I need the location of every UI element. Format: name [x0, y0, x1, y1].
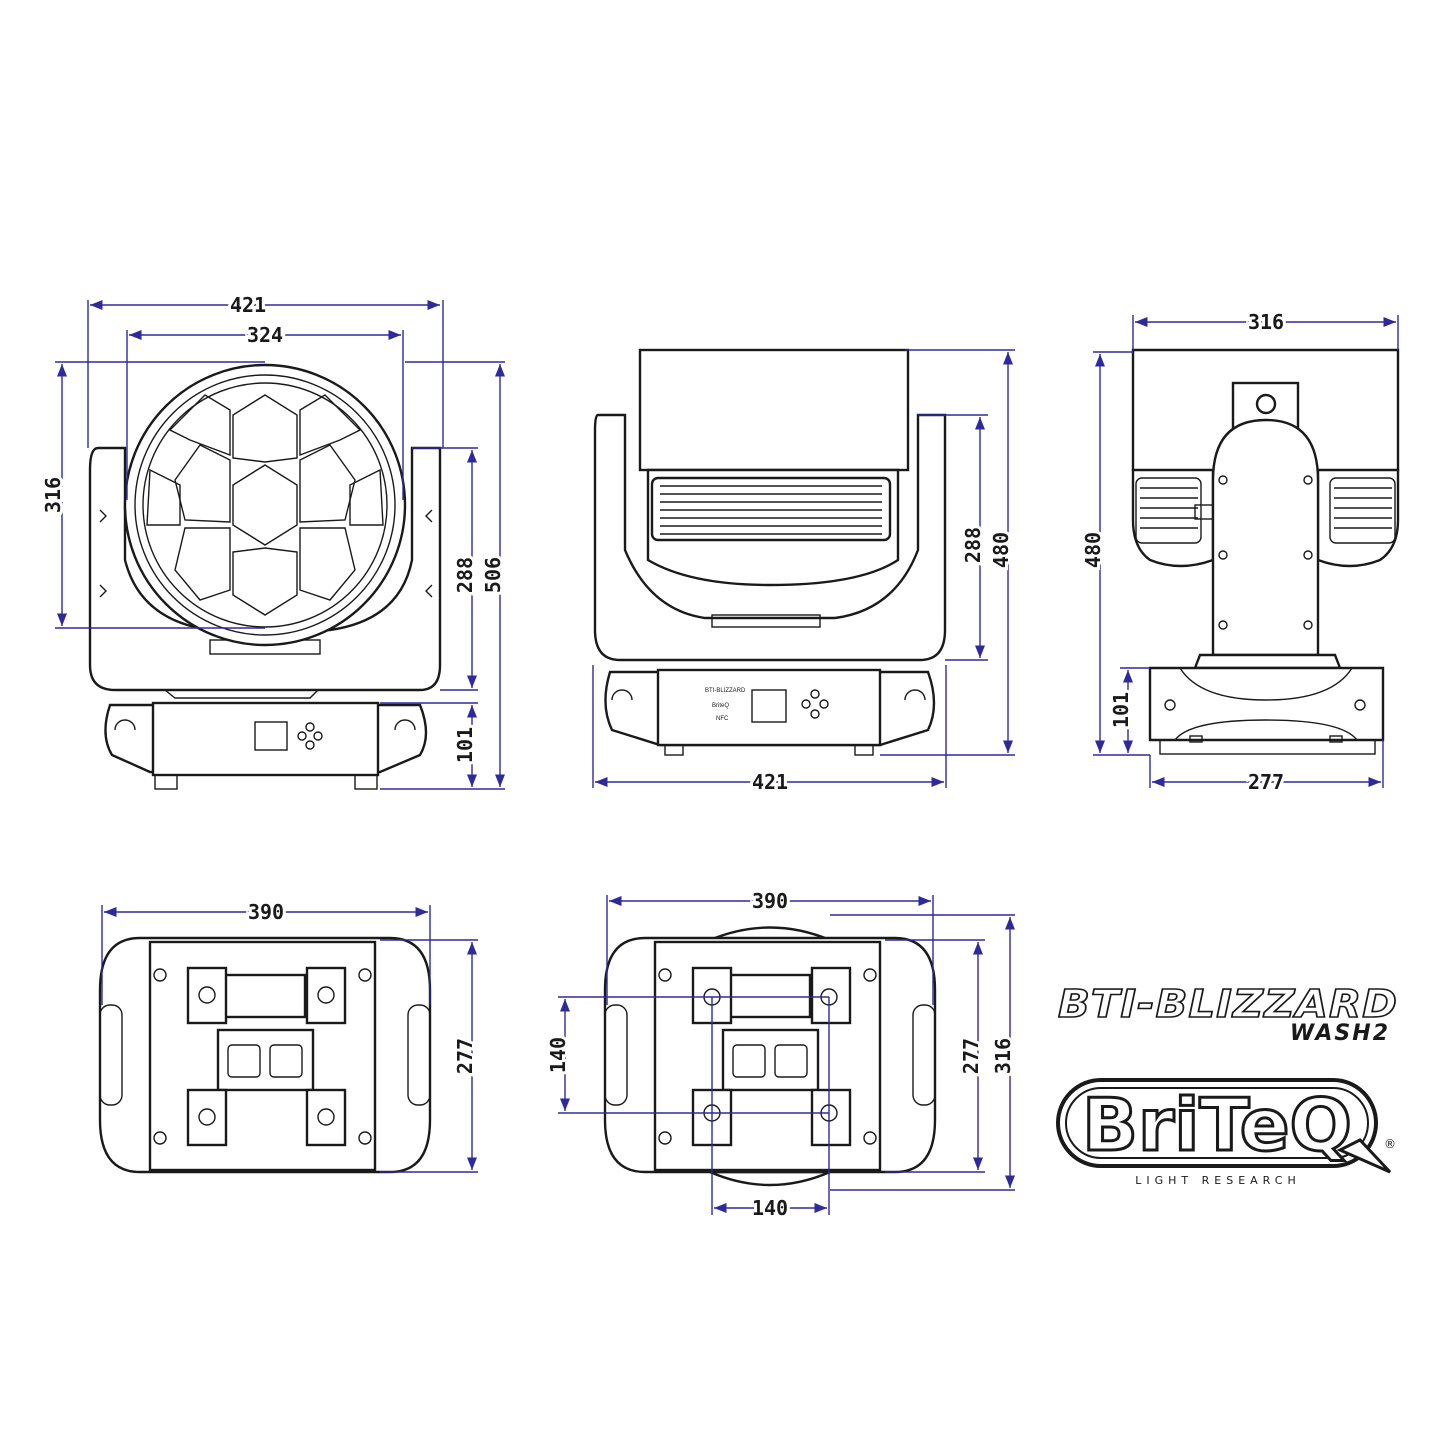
briteq-logo: BriTeQ	[1056, 1078, 1392, 1174]
dim-side-288: 288	[961, 527, 985, 563]
dim-bottom-right-316: 316	[991, 1038, 1015, 1074]
registered-mark: ®	[1384, 1137, 1396, 1151]
front-lens	[123, 363, 407, 647]
dim-front-324: 324	[247, 323, 283, 347]
model-name-line2: WASH2	[1290, 1021, 1390, 1046]
bottom-left-dimensions: 390 277	[101, 897, 480, 1173]
dim-side-480: 480	[989, 532, 1013, 568]
dim-bottom-right-277: 277	[959, 1038, 983, 1074]
dim-bottom-right-390: 390	[752, 889, 788, 913]
dim-front-316: 316	[41, 477, 65, 513]
bottom-view-left: 390 277	[98, 897, 480, 1174]
side-yoke	[593, 413, 947, 662]
side-vent-slats	[660, 485, 882, 535]
back-dimensions: 316 480 101 277	[1078, 307, 1399, 797]
dim-side-421: 421	[752, 770, 788, 794]
model-name-line1: BTI-BLIZZARD	[1058, 982, 1398, 1026]
front-base	[104, 701, 428, 790]
side-panel-brand: BriteQ	[712, 703, 729, 709]
front-view: 421 324 316 288 506 101	[38, 290, 508, 790]
dim-bottom-right-140-h: 140	[752, 1196, 788, 1220]
bottom-right-dimensions: 390 277 316 140 140	[543, 886, 1018, 1223]
dim-front-506: 506	[481, 557, 505, 593]
dim-bottom-right-140-v: 140	[546, 1037, 570, 1073]
back-base	[1148, 653, 1385, 755]
side-panel-nfc: NFC	[716, 716, 729, 722]
brand-tagline: LIGHT RESEARCH	[1135, 1174, 1300, 1187]
back-vent-slats	[1140, 487, 1392, 529]
dim-front-101: 101	[453, 727, 477, 763]
back-arm	[1194, 381, 1320, 657]
dim-front-288: 288	[453, 557, 477, 593]
dim-bottom-left-390: 390	[248, 900, 284, 924]
dim-bottom-left-277: 277	[453, 1038, 477, 1074]
dim-back-480: 480	[1081, 532, 1105, 568]
dim-front-421: 421	[230, 293, 266, 317]
back-view: 316 480 101 277	[1078, 307, 1400, 797]
dim-back-316: 316	[1248, 310, 1284, 334]
bottom-view-right: 390 277 316 140 140	[543, 886, 1018, 1223]
branding: BTI-BLIZZARD WASH2 BriTeQ ® LIGHT RESEAR…	[1056, 981, 1398, 1187]
briteq-wordmark: BriTeQ	[1082, 1083, 1352, 1167]
side-view: BTI-BLIZZARD BriteQ NFC	[592, 348, 1016, 797]
dim-back-101: 101	[1109, 692, 1133, 728]
front-dimensions: 421 324 316 288 506 101	[38, 290, 508, 790]
side-head	[638, 348, 910, 587]
dim-back-277: 277	[1248, 770, 1284, 794]
side-panel-model: BTI-BLIZZARD	[705, 688, 746, 694]
side-dimensions: 480 288 421	[592, 349, 1016, 797]
side-base: BTI-BLIZZARD BriteQ NFC	[604, 668, 936, 756]
